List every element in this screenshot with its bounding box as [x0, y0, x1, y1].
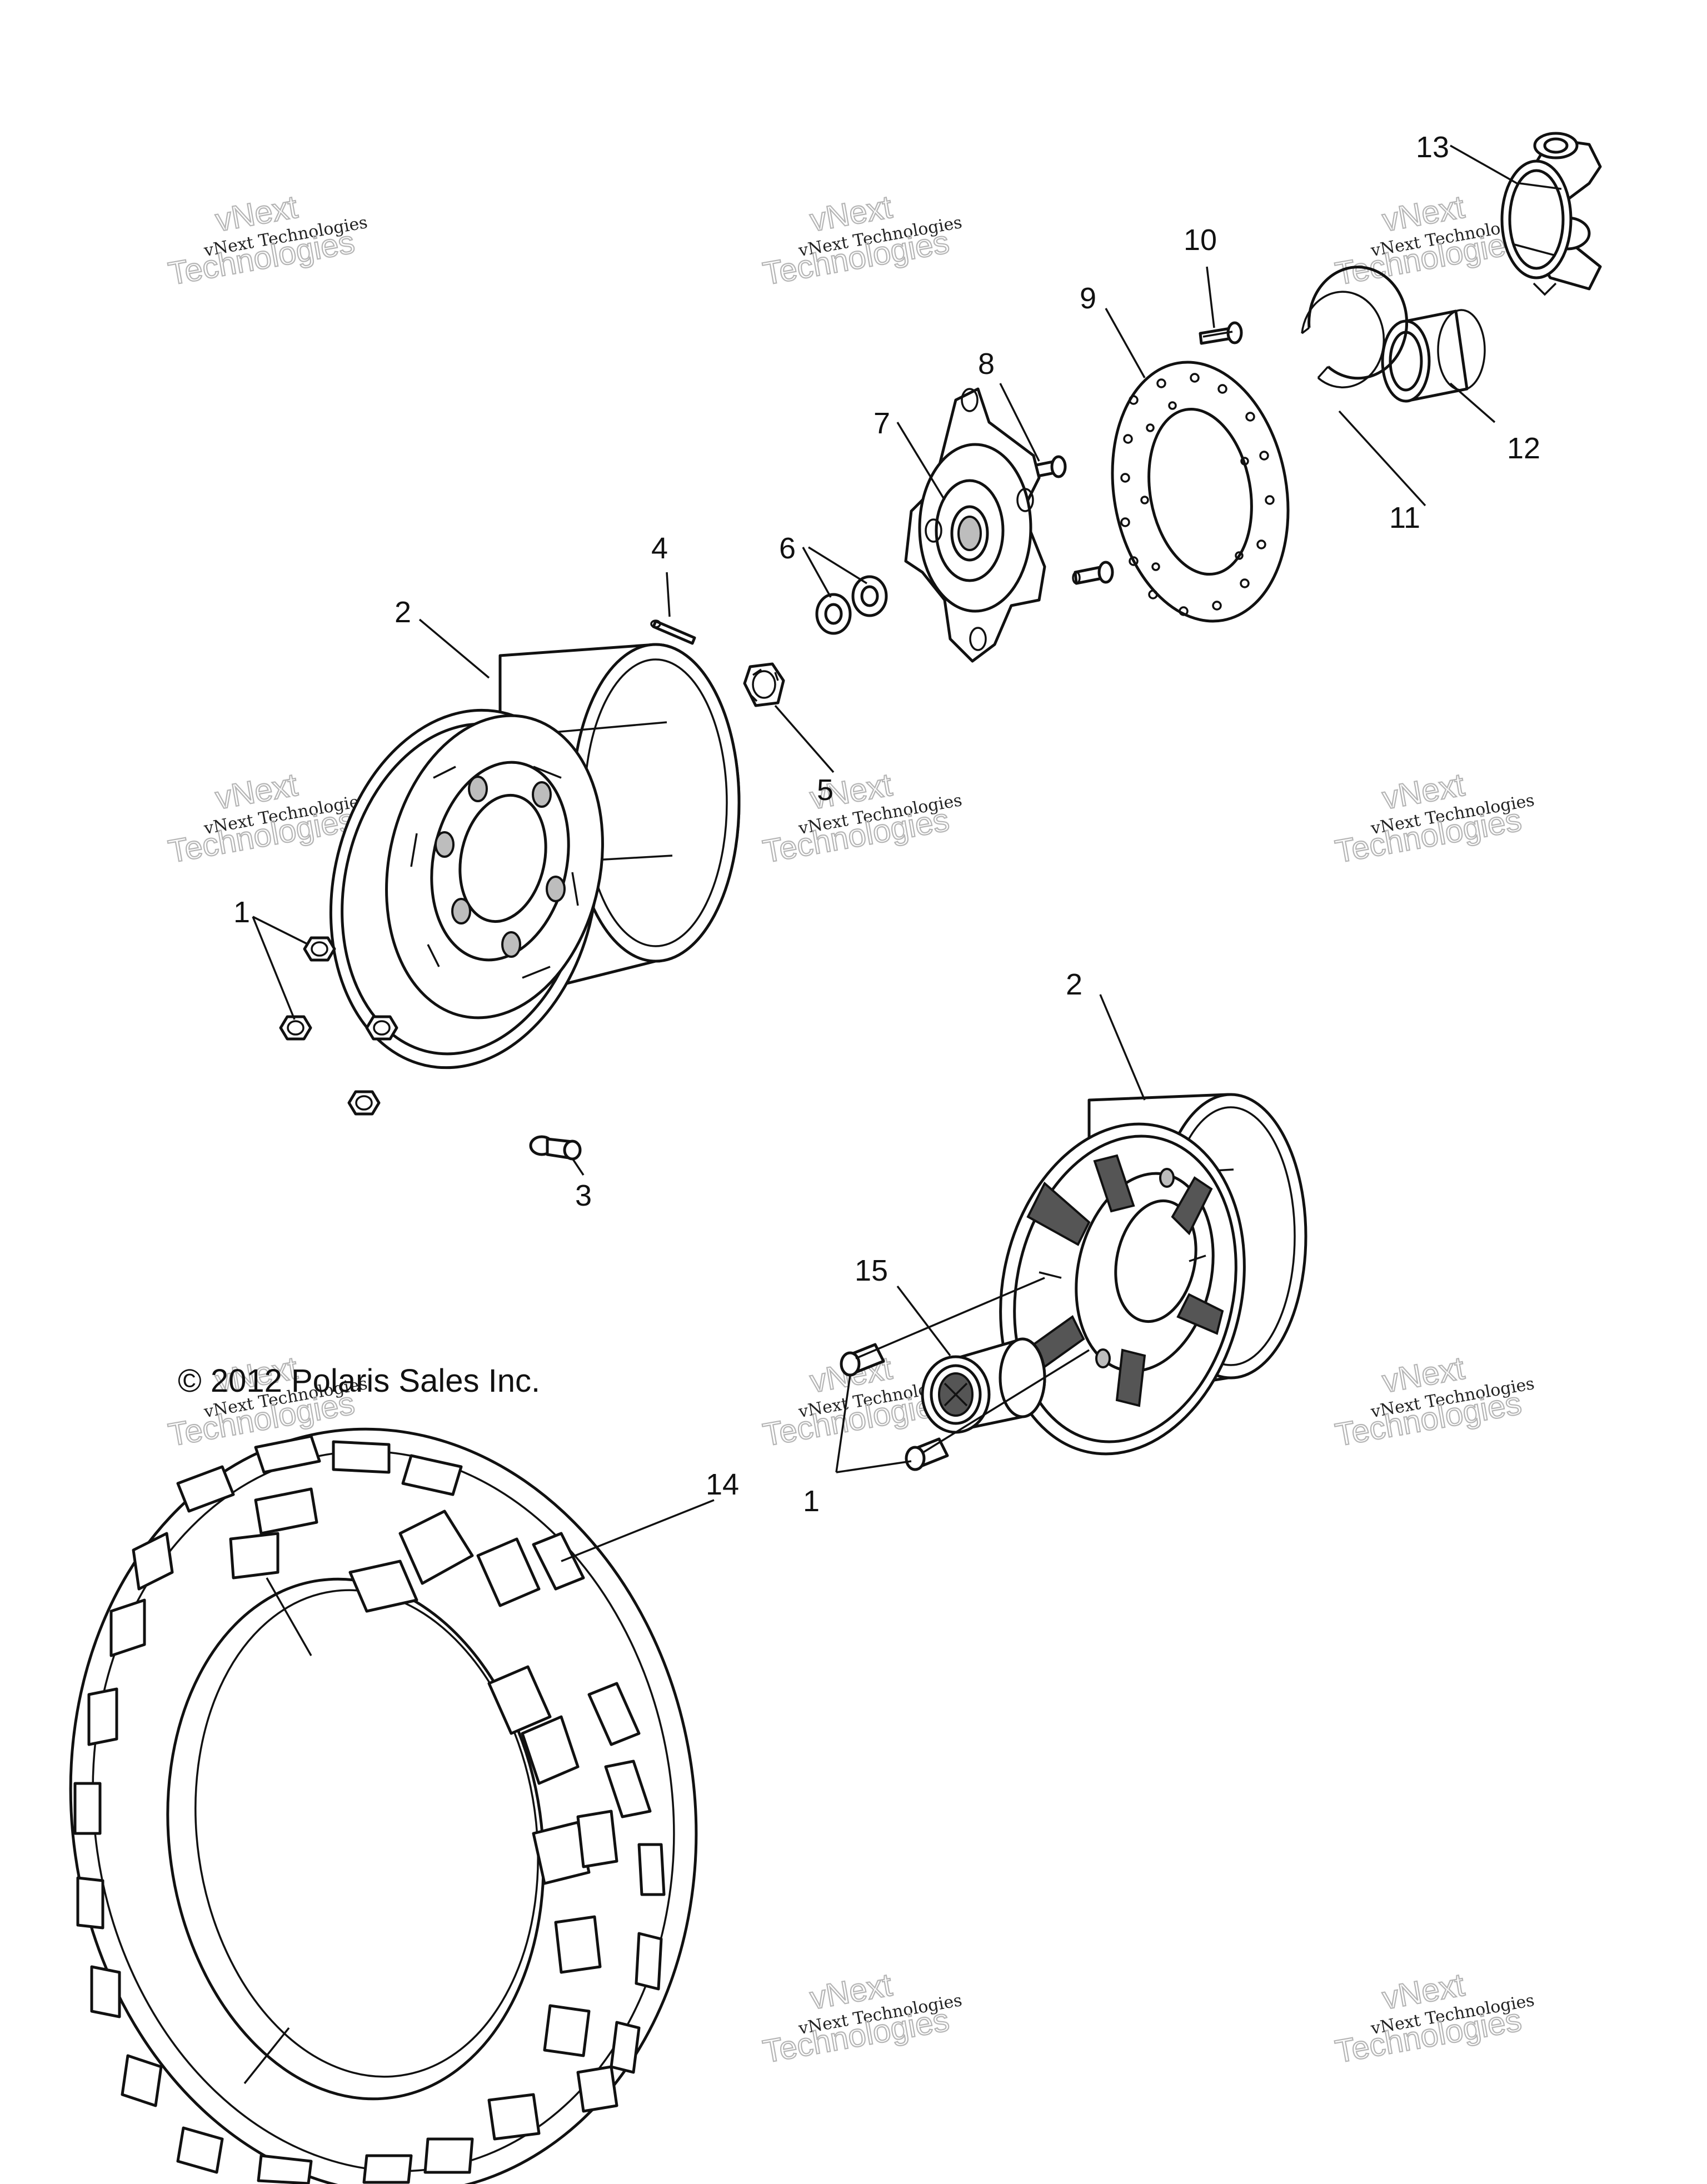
callout-part-2-lower: 2: [1066, 968, 1082, 1001]
rim-spokes-lower: [1026, 1154, 1224, 1407]
copyright-notice: © 2012 Polaris Sales Inc.: [178, 1363, 540, 1399]
watermark-9: vNext vNext Technologies Technologies: [1332, 1350, 1536, 1454]
valve-stem-part-3: [529, 1135, 582, 1161]
watermark-5: vNext vNext Technologies Technologies: [760, 766, 964, 871]
wheel-rim-part-2-lower: [999, 1093, 1307, 1456]
lug-nut-part-1-c: [365, 1015, 398, 1041]
castle-nut-part-5: [743, 662, 785, 707]
callout-part-9: 9: [1080, 282, 1096, 315]
snap-ring-part-11: [1301, 266, 1409, 388]
tire-part-14: [69, 1427, 698, 2184]
washer-part-6-right: [851, 575, 888, 617]
washer-part-6-left: [815, 593, 852, 635]
bolt-part-10: [1199, 321, 1243, 345]
brake-disc-holes: [1120, 373, 1275, 616]
watermark-1: vNext vNext Technologies Technologies: [165, 188, 369, 293]
center-cap-part-15: [921, 1337, 1046, 1434]
watermark-2: vNext vNext Technologies Technologies: [760, 188, 964, 293]
callout-part-13: 13: [1416, 131, 1449, 164]
lug-nut-part-1-f: [905, 1437, 949, 1471]
leader-lines: [252, 144, 1518, 1562]
callout-part-2-upper: 2: [395, 596, 411, 629]
rim-lug-holes-upper: [435, 776, 566, 958]
knuckle-part-13: [1500, 132, 1602, 296]
callout-part-10: 10: [1184, 223, 1217, 257]
callout-part-8: 8: [978, 347, 995, 381]
bearing-part-12: [1381, 309, 1486, 403]
cotter-pin-part-4: [650, 619, 696, 645]
watermark-6: vNext vNext Technologies Technologies: [1332, 766, 1536, 871]
callout-part-11: 11: [1389, 501, 1420, 534]
callout-part-14: 14: [706, 1468, 739, 1501]
wheel-rim-part-2-upper: [329, 643, 741, 1069]
brake-disc-part-9: [1111, 361, 1290, 623]
stud-part-8-lower: [1072, 561, 1114, 585]
callout-part-7: 7: [874, 407, 890, 440]
watermark-11: vNext vNext Technologies Technologies: [760, 1966, 964, 2071]
tire-tread-blocks: [73, 1435, 666, 2184]
callout-part-3: 3: [575, 1179, 592, 1212]
callout-part-12: 12: [1507, 432, 1540, 465]
watermark-12: vNext vNext Technologies Technologies: [1332, 1966, 1536, 2071]
callout-part-6: 6: [779, 532, 796, 565]
callout-part-15: 15: [855, 1254, 888, 1287]
callout-part-5: 5: [817, 773, 833, 807]
callout-part-1-lower: 1: [803, 1485, 820, 1518]
lug-nut-part-1-a: [303, 936, 336, 962]
callout-labels: 13 10 9 8 7 12 11 4 6 2 5 1 3 2 15 1 14: [233, 131, 1540, 1518]
lug-nut-part-1-d: [347, 1090, 381, 1116]
lug-nut-part-1-b: [279, 1015, 312, 1041]
callout-part-4: 4: [651, 532, 668, 565]
hub-part-7: [904, 387, 1046, 663]
callout-part-1-upper: 1: [233, 896, 250, 929]
